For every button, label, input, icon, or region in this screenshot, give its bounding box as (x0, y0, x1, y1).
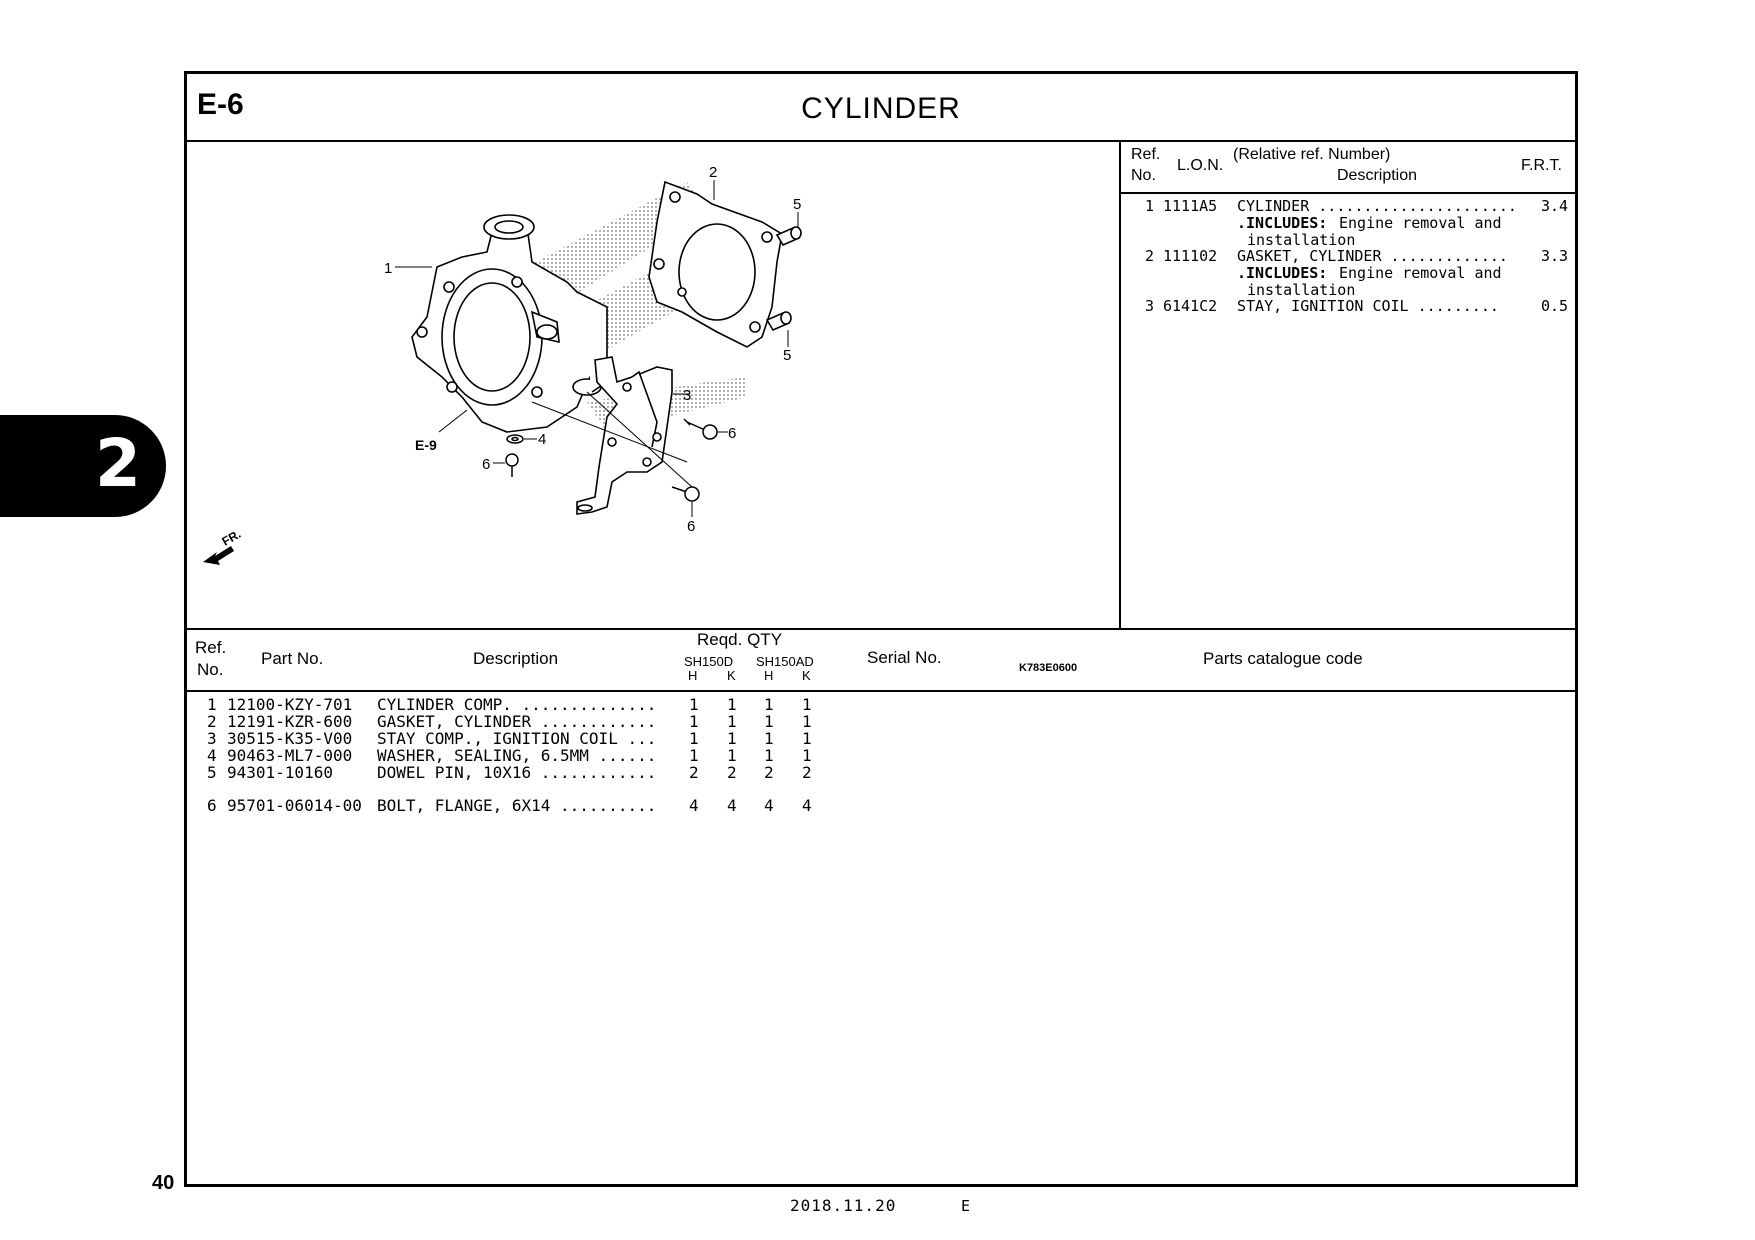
front-arrow-icon: FR. (203, 527, 243, 565)
parts-table-header: Ref. No. Part No. Description Reqd. QTY … (187, 628, 1575, 692)
footer-lang: E (961, 1197, 971, 1215)
catalogue-code-header: Parts catalogue code (1203, 649, 1363, 668)
callout-3: 3 (683, 387, 691, 404)
flange-bolt-icon (505, 418, 718, 502)
callout-5b: 5 (783, 347, 791, 364)
callout-2: 2 (709, 164, 717, 181)
dowel-pin-icon (765, 226, 802, 332)
page-header: E-6 CYLINDER (187, 74, 1575, 142)
leader-lines (395, 180, 799, 517)
lon-lon-header: L.O.N. (1177, 157, 1224, 174)
parts-description-header: Description (473, 649, 559, 668)
callout-4: 4 (538, 431, 546, 448)
model-sh150d-header: SH150D (684, 654, 734, 669)
callout-5a: 5 (793, 196, 801, 213)
diagram-svg: 1 2 3 4 5 5 6 6 6 E-9 FR. (203, 164, 802, 565)
parts-ref-header: Ref. (195, 638, 227, 657)
parts-no-header: No. (197, 660, 224, 679)
sealing-washer-icon (506, 434, 524, 444)
reqd-qty-header: Reqd. QTY (697, 630, 783, 649)
lon-description-header: Description (1337, 167, 1418, 184)
exploded-diagram: 1 2 3 4 5 5 6 6 6 E-9 FR. K783E0600 (187, 142, 1121, 674)
callout-6c: 6 (482, 456, 490, 473)
col-h1-header: H (688, 668, 698, 683)
page-frame: E-6 CYLINDER (184, 71, 1578, 1187)
serial-no-header: Serial No. (867, 648, 942, 667)
callout-6a: 6 (728, 425, 736, 442)
lon-no-header: No. (1131, 167, 1156, 184)
front-label: FR. (220, 527, 244, 549)
section-tab-number: 2 (95, 425, 141, 502)
footer-date: 2018.11.20 (790, 1196, 897, 1215)
lon-relative-header: (Relative ref. Number) (1233, 146, 1391, 163)
stay-bracket-icon (576, 356, 673, 515)
labor-operation-table: Ref. No. L.O.N. (Relative ref. Number) D… (1121, 142, 1575, 628)
callout-1: 1 (384, 260, 392, 277)
gasket-icon (648, 180, 783, 348)
callout-6b: 6 (687, 518, 695, 535)
page-title: CYLINDER (801, 92, 961, 125)
lon-table-header: Ref. No. L.O.N. (Relative ref. Number) D… (1121, 142, 1575, 194)
lon-frt-header: F.R.T. (1521, 157, 1562, 174)
part-no-header: Part No. (261, 649, 324, 668)
diagram-code: K783E0600 (1019, 662, 1078, 674)
section-tab: 2 (0, 415, 166, 517)
page-number: 40 (152, 1172, 175, 1194)
cylinder-block-icon (411, 214, 608, 433)
ref-label: E-9 (415, 437, 437, 453)
col-k1-header: K (727, 668, 736, 683)
col-h2-header: H (764, 668, 774, 683)
lon-ref-header: Ref. (1131, 146, 1161, 163)
model-sh150ad-header: SH150AD (756, 654, 814, 669)
section-code: E-6 (197, 88, 244, 121)
col-k2-header: K (802, 668, 811, 683)
